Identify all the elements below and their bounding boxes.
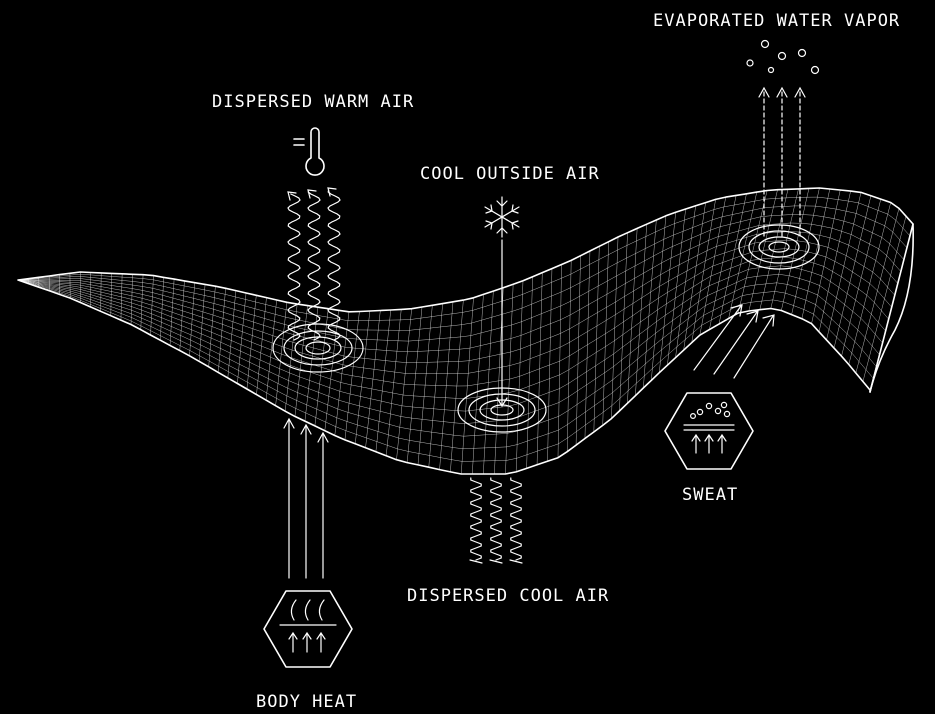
body-heat-arrows (283, 417, 329, 579)
cool-air-wave-tail (469, 559, 483, 564)
mesh-line (17, 239, 895, 374)
thermometer-icon (293, 127, 325, 176)
label-body-heat: BODY HEAT (256, 692, 357, 712)
cool-air-wave-tail (509, 559, 523, 564)
body-heat-icon (263, 590, 353, 668)
label-dispersed-warm-air: DISPERSED WARM AIR (212, 92, 414, 112)
warm-air-wave-arrowhead (287, 191, 297, 201)
cool-air-arrow (496, 239, 508, 408)
mesh-line (17, 279, 877, 450)
mesh-line (17, 256, 889, 399)
sweat-arrows (693, 304, 775, 379)
warm-air-wave-arrowhead (307, 189, 317, 199)
cool-air-wave (470, 477, 482, 561)
fabric-sheet (17, 187, 914, 475)
mesh-line (17, 279, 880, 437)
mesh-line (17, 222, 901, 353)
mesh-line (17, 196, 911, 321)
mesh-line (17, 274, 883, 424)
vapor-circles (746, 39, 820, 75)
fabric-mesh (17, 187, 914, 475)
cool-air-wave-tail (489, 559, 503, 564)
warm-air-wave (287, 193, 301, 341)
cool-air-wave (490, 477, 502, 561)
mesh-line (17, 231, 898, 363)
label-evaporated-water-vapor: EVAPORATED WATER VAPOR (653, 11, 900, 31)
mesh-line (17, 265, 886, 412)
label-sweat: SWEAT (682, 485, 738, 505)
mesh-line (17, 214, 904, 342)
warm-air-wave-arrowhead (327, 187, 337, 197)
fabric-edge (869, 223, 914, 393)
label-dispersed-cool-air: DISPERSED COOL AIR (407, 586, 609, 606)
warm-air-wave (327, 189, 341, 341)
cool-air-waves (469, 477, 523, 564)
mesh-line (17, 279, 874, 462)
mesh-line (17, 205, 908, 331)
label-cool-outside-air: COOL OUTSIDE AIR (420, 164, 600, 184)
snowflake-icon (484, 196, 520, 238)
sweat-droplets-icon (664, 392, 754, 470)
cool-air-wave (510, 477, 522, 561)
warm-air-wave (307, 191, 321, 341)
warm-air-rings (272, 323, 364, 373)
mesh-line (17, 248, 892, 387)
evaporation-rings (738, 224, 820, 270)
evaporation-arrows (758, 86, 806, 237)
warm-air-waves (287, 187, 341, 341)
